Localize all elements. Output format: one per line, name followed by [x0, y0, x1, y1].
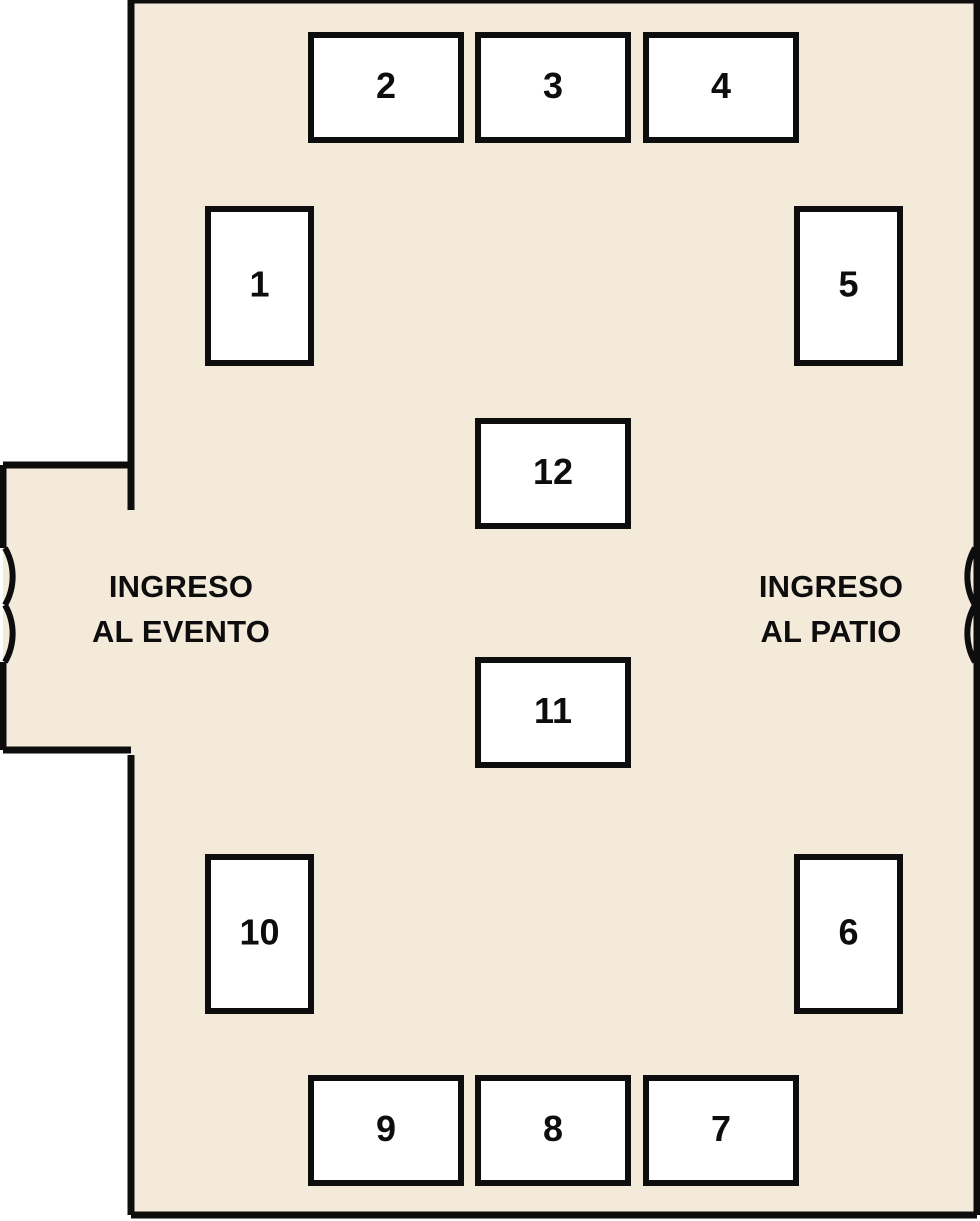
table-3-shape[interactable]: [475, 32, 631, 143]
table-3-label: 3: [543, 65, 563, 106]
table-12[interactable]: 12: [475, 418, 631, 529]
table-1[interactable]: 1: [205, 206, 314, 366]
event-entrance-door-upper-leaf-icon: [2, 546, 16, 607]
table-1-label: 1: [249, 264, 269, 305]
floor-area: [3, 0, 977, 1215]
table-5[interactable]: 5: [794, 206, 903, 366]
entrance-label-patio-line2: AL PATIO: [760, 614, 901, 649]
table-7-label: 7: [711, 1108, 731, 1149]
tables-layer: 2 3 4 1 5 12 11 10 6 9 8 7: [205, 32, 903, 1186]
table-4[interactable]: 4: [643, 32, 799, 143]
table-4-shape[interactable]: [643, 32, 799, 143]
table-10[interactable]: 10: [205, 854, 314, 1014]
table-8-label: 8: [543, 1108, 563, 1149]
event-entrance-door-lower-leaf-icon: [2, 603, 16, 664]
table-6[interactable]: 6: [794, 854, 903, 1014]
table-8-shape[interactable]: [475, 1075, 631, 1186]
table-7[interactable]: 7: [643, 1075, 799, 1186]
table-11-shape[interactable]: [475, 657, 631, 768]
table-1-shape[interactable]: [205, 206, 314, 366]
table-10-label: 10: [239, 912, 279, 953]
table-11[interactable]: 11: [475, 657, 631, 768]
table-2-shape[interactable]: [308, 32, 464, 143]
entrance-label-evento-line1: INGRESO: [109, 569, 253, 604]
table-10-shape[interactable]: [205, 854, 314, 1014]
table-7-shape[interactable]: [643, 1075, 799, 1186]
table-5-shape[interactable]: [794, 206, 903, 366]
entrance-label-evento-line2: AL EVENTO: [92, 614, 270, 649]
table-12-shape[interactable]: [475, 418, 631, 529]
table-9[interactable]: 9: [308, 1075, 464, 1186]
vestibule-floor: [3, 465, 131, 750]
table-4-label: 4: [711, 65, 731, 106]
table-11-label: 11: [534, 690, 572, 731]
table-2-label: 2: [376, 65, 396, 106]
door-symbols: [2, 546, 978, 664]
main-hall-wall: [127, 0, 980, 1219]
entrance-label-patio-line1: INGRESO: [759, 569, 903, 604]
main-hall-floor: [131, 0, 977, 1215]
table-3[interactable]: 3: [475, 32, 631, 143]
table-6-label: 6: [838, 912, 858, 953]
table-6-shape[interactable]: [794, 854, 903, 1014]
table-2[interactable]: 2: [308, 32, 464, 143]
entrance-labels: INGRESO AL EVENTO INGRESO AL PATIO: [92, 569, 903, 649]
table-8[interactable]: 8: [475, 1075, 631, 1186]
table-12-label: 12: [533, 451, 573, 492]
table-5-label: 5: [838, 264, 858, 305]
table-9-label: 9: [376, 1108, 396, 1149]
patio-entrance-door-upper-leaf-icon: [964, 546, 978, 607]
table-9-shape[interactable]: [308, 1075, 464, 1186]
patio-entrance-door-lower-leaf-icon: [964, 603, 978, 664]
